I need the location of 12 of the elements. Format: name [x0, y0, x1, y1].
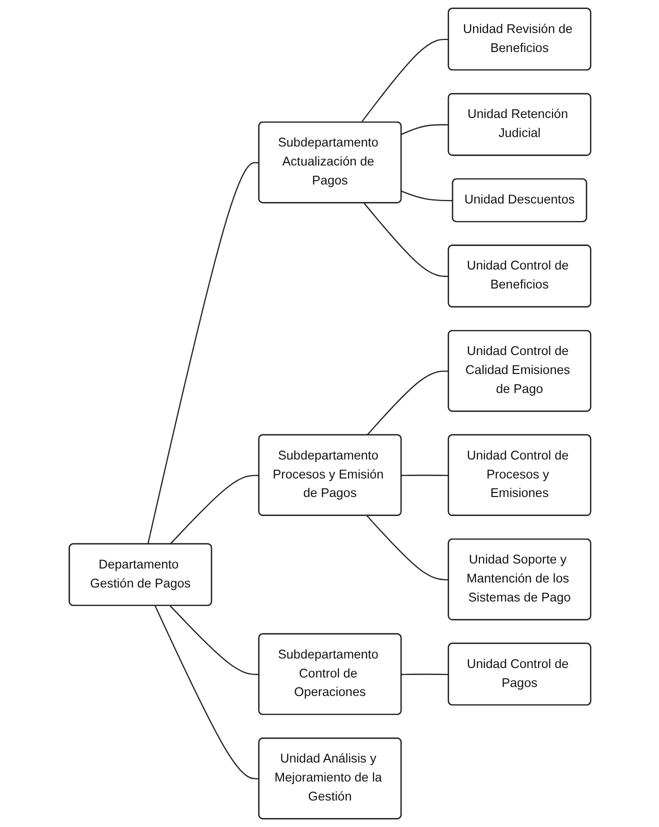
connector — [360, 38, 448, 123]
connector — [169, 605, 259, 676]
connector — [146, 162, 259, 544]
connector — [366, 370, 448, 436]
connector — [366, 515, 448, 580]
connector — [154, 606, 259, 780]
connector — [400, 474, 448, 476]
connector — [400, 124, 448, 135]
connector — [363, 202, 448, 278]
connector — [400, 674, 448, 676]
connector — [400, 190, 452, 202]
connector — [169, 474, 259, 545]
